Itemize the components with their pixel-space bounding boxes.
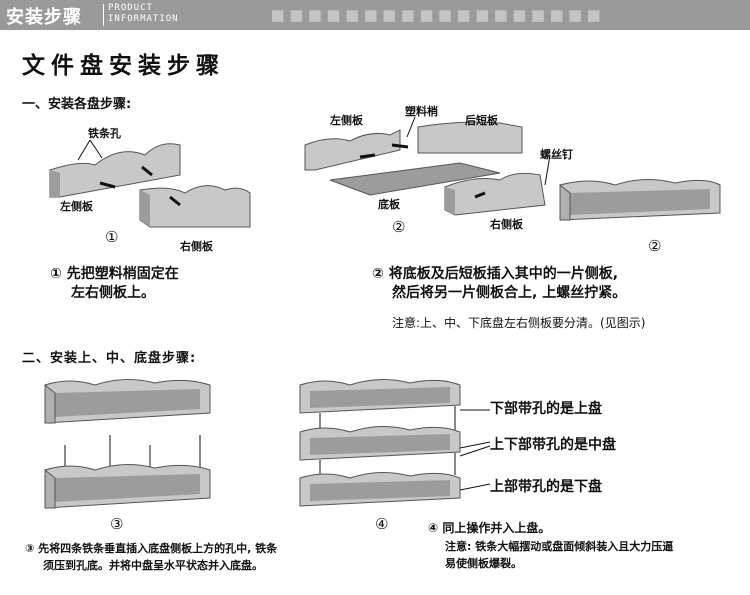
label-right-panel-b: 右侧板 xyxy=(490,218,523,231)
step4-note2: 易使侧板爆裂。 xyxy=(445,557,522,570)
diagram-stacked-trays xyxy=(299,379,461,507)
step4-note1: 注意: 铁条大幅摆动或盘面倾斜装入且大力压逼 xyxy=(445,540,674,553)
header-en-title: PRODUCT INFORMATION xyxy=(108,3,179,25)
step4-note: 注意: 铁条大幅摆动或盘面倾斜装入且大力压逼 易使侧板爆裂。 xyxy=(445,538,673,572)
step2-line2: 然后将另一片侧板合上, 上螺丝拧紧。 xyxy=(392,285,627,301)
tray-label-mid: 上下部带孔的是中盘 xyxy=(490,437,616,453)
header-separator xyxy=(103,4,104,26)
section2-heading: 二、安装上、中、底盘步骤: xyxy=(22,351,197,366)
step1-line2: 左右侧板上。 xyxy=(71,285,155,301)
step1-line1: ① 先把塑料梢固定在 xyxy=(50,266,179,282)
diagram-tray-rods xyxy=(44,379,211,509)
diagram-side-panels xyxy=(49,143,251,228)
arrow-pointers xyxy=(406,116,551,186)
step-mark-3: ③ xyxy=(110,515,124,533)
step-mark-1: ① xyxy=(105,228,119,246)
diagram-exploded-assembly xyxy=(304,121,546,216)
stacked-tray-bottom xyxy=(299,472,461,507)
header-bar: ▪▪▪▪▪▪▪▪▪▪▪▪▪▪▪▪▪▪ xyxy=(0,0,750,30)
step3-line2: 须压到孔底。并将中盘呈水平状态并入底盘。 xyxy=(43,559,263,572)
step-mark-2a: ② xyxy=(392,218,406,236)
tray-label-top: 下部带孔的是上盘 xyxy=(490,401,602,417)
step3-line1: ③ 先将四条铁条垂直插入底盘侧板上方的孔中, 铁条 xyxy=(25,542,278,555)
label-plastic-pin: 塑料梢 xyxy=(405,105,438,118)
label-rear-panel: 后短板 xyxy=(465,114,498,127)
step2-text: ② 将底板及后短板插入其中的一片侧板, 然后将另一片侧板合上, 上螺丝拧紧。 xyxy=(372,265,626,303)
label-iron-hole: 铁条孔 xyxy=(88,127,121,140)
step-mark-4: ④ xyxy=(375,515,389,533)
label-screw: 螺丝钉 xyxy=(540,148,573,161)
header-en-line1: PRODUCT xyxy=(108,3,153,13)
stacked-tray-mid xyxy=(299,426,461,461)
step-mark-2b: ② xyxy=(648,237,662,255)
tray-label-pointers xyxy=(459,409,491,491)
diagram-completed-tray xyxy=(559,179,721,221)
arrow-iron-hole xyxy=(77,139,103,161)
label-left-panel: 左侧板 xyxy=(60,200,93,213)
tray-label-bottom: 上部带孔的是下盘 xyxy=(490,479,602,495)
step2-note: 注意:上、中、下底盘左右侧板要分清。(见图示) xyxy=(392,316,646,330)
header-watermark: ▪▪▪▪▪▪▪▪▪▪▪▪▪▪▪▪▪▪ xyxy=(270,2,605,28)
label-right-panel: 右侧板 xyxy=(180,240,213,253)
stacked-tray-top xyxy=(299,379,461,414)
header-cn-title: 安装步骤 xyxy=(6,7,82,28)
step3-text: ③ 先将四条铁条垂直插入底盘侧板上方的孔中, 铁条 须压到孔底。并将中盘呈水平状… xyxy=(25,540,277,574)
header-en-line2: INFORMATION xyxy=(108,14,179,24)
label-left-panel-b: 左侧板 xyxy=(330,114,363,127)
step1-text: ① 先把塑料梢固定在 左右侧板上。 xyxy=(50,265,179,303)
section1-heading: 一、安装各盘步骤: xyxy=(22,97,132,112)
page-title: 文件盘安装步骤 xyxy=(22,52,225,79)
step4-text: ④ 同上操作并入上盘。 xyxy=(428,520,550,537)
step2-line1: ② 将底板及后短板插入其中的一片侧板, xyxy=(372,266,619,282)
label-bottom-board: 底板 xyxy=(378,198,400,211)
step4-line1: ④ 同上操作并入上盘。 xyxy=(428,521,551,535)
